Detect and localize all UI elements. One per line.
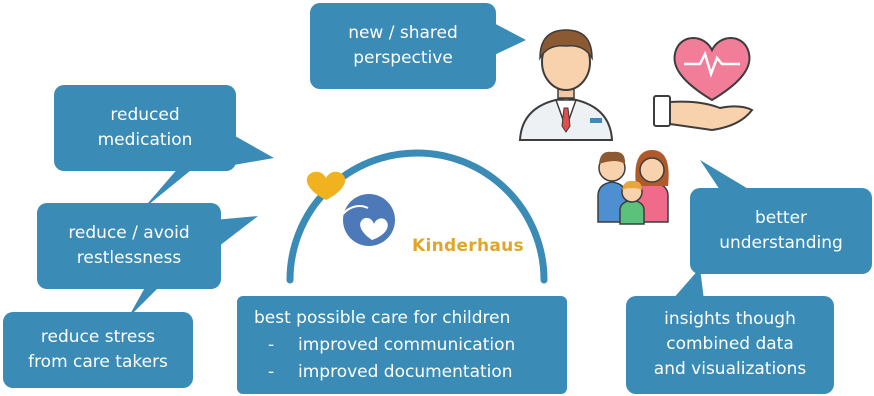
bubble-reduce-restlessness xyxy=(37,203,258,318)
bubble-insights xyxy=(626,268,834,394)
text-line: better xyxy=(754,208,808,228)
heart-in-hand-icon xyxy=(653,37,754,132)
care-item-label: improved communication xyxy=(298,335,516,355)
doctor-icon xyxy=(518,29,614,141)
text-line: new / shared xyxy=(348,23,458,43)
care-item-label: improved documentation xyxy=(298,362,513,382)
text-line: understanding xyxy=(719,233,843,253)
bubble-reduced-medication xyxy=(54,85,274,210)
bubble-reduced-medication-text: reduced medication xyxy=(54,103,236,153)
text-line: reduced xyxy=(110,105,180,125)
bubble-reduce-stress xyxy=(3,312,193,388)
bubble-insights-text: insights though combined data and visual… xyxy=(626,307,834,382)
text-line: medication xyxy=(97,130,193,150)
care-box-text: best possible care for children - improve… xyxy=(254,305,560,386)
bubble-better-understanding-text: better understanding xyxy=(690,206,872,256)
text-line: reduce stress xyxy=(40,327,156,347)
bubble-new-perspective-text: new / shared perspective xyxy=(310,21,496,71)
text-line: from care takers xyxy=(28,352,168,372)
family-icon xyxy=(597,150,669,225)
care-item: - improved communication xyxy=(254,332,560,359)
care-title: best possible care for children xyxy=(254,308,511,328)
text-line: and visualizations xyxy=(653,359,807,379)
text-line: reduce / avoid xyxy=(68,223,190,243)
yellow-heart-icon xyxy=(306,171,346,200)
text-line: combined data xyxy=(666,334,794,354)
blue-heart-circle-icon xyxy=(342,194,395,246)
bubble-new-perspective xyxy=(310,3,526,89)
bubble-reduce-restlessness-text: reduce / avoid restlessness xyxy=(37,221,221,271)
kinderhaus-logo xyxy=(306,171,395,246)
text-line: restlessness xyxy=(76,248,182,268)
bubble-reduce-stress-text: reduce stress from care takers xyxy=(3,325,193,375)
care-item: - improved documentation xyxy=(254,359,560,386)
care-bullet: - xyxy=(268,335,275,355)
care-box xyxy=(237,296,567,394)
central-arc xyxy=(286,149,548,284)
text-line: perspective xyxy=(353,48,453,68)
care-bullet: - xyxy=(268,362,275,382)
bubble-better-understanding xyxy=(690,160,872,274)
kinderhaus-brand-name: Kinderhaus xyxy=(412,236,524,256)
text-line: insights though xyxy=(664,309,796,329)
